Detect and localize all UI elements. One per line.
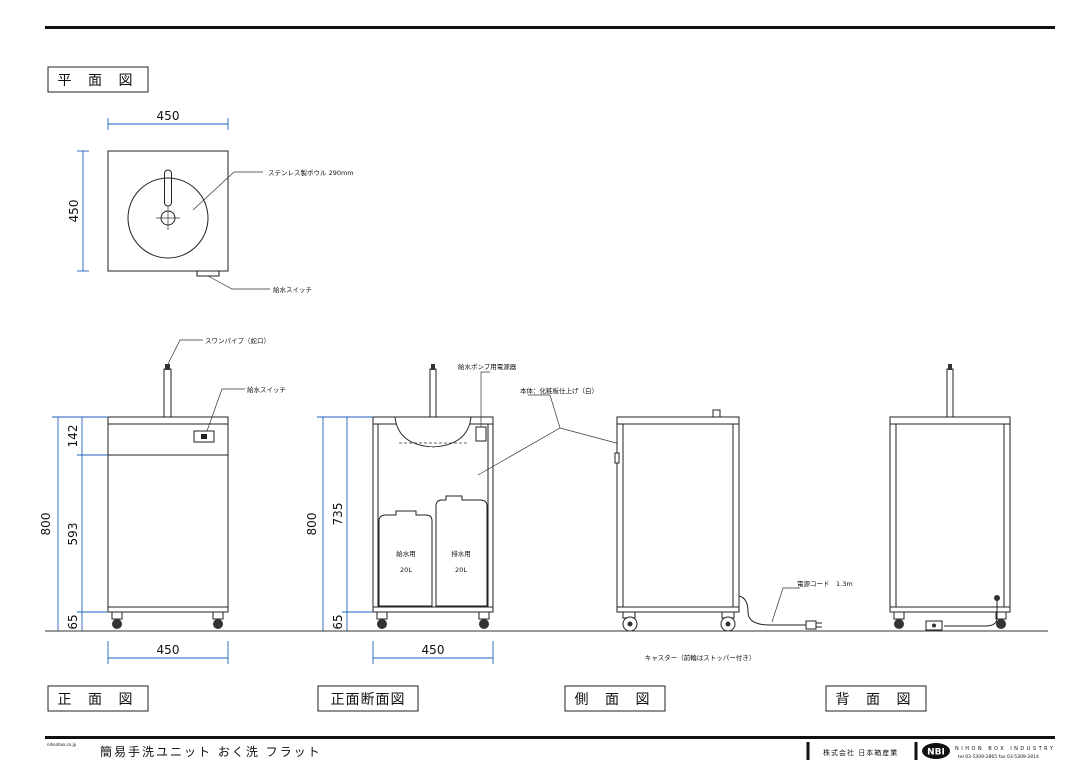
side-view-label: 側 面 図: [575, 692, 656, 708]
plan-view: 平 面 図 450 450 ステンレス製ボウル 290mm 給水スイッチ: [47, 66, 354, 294]
plan-switch: [196, 270, 220, 277]
section-total-dim: 800: [305, 513, 319, 536]
front-view-label: 正 面 図: [58, 692, 139, 708]
body-finish-note: 本体：化粧板仕上げ（白）: [520, 386, 598, 395]
front-section-view-label: 正面断面図: [331, 692, 406, 708]
front-bottom-dim: 65: [66, 614, 80, 629]
drain-tank-label: 排水用: [451, 549, 471, 558]
pump-power-box: [475, 426, 487, 442]
drawing-title: 簡易手洗ユニット おく洗 フラット: [100, 744, 322, 759]
back-view-label: 背 面 図: [836, 692, 917, 708]
drain-tank-volume: 20L: [455, 566, 467, 574]
caster-note: キャスター（前輪はストッパー付き）: [645, 653, 756, 662]
supply-tank: [378, 510, 433, 607]
section-inner-dim: 735: [331, 503, 345, 526]
back-cabinet: [889, 416, 1011, 613]
plan-depth-dim: 450: [67, 200, 81, 223]
pump-note: 給水ポンプ用電源器: [458, 362, 517, 371]
swan-pipe-note: スワンパイプ（蛇口）: [205, 336, 270, 345]
side-view: 電源コード 1.3m 側 面 図: [564, 364, 853, 712]
front-section-view: 給水ポンプ用電源器 給水用 20L 排水用 20L 800 735 65 450…: [305, 362, 517, 712]
company-name-en: NIHON BOX INDUSTRY: [955, 746, 1055, 752]
back-view: 背 面 図: [825, 364, 1011, 712]
plan-bowl: [127, 177, 209, 259]
front-top-dim: 142: [66, 425, 80, 448]
logo-mark: NBI: [927, 748, 945, 758]
front-cabinet: [107, 416, 229, 613]
section-bottom-dim: 65: [331, 614, 345, 629]
plan-view-label: 平 面 図: [58, 73, 139, 89]
cord-note: 電源コード 1.3m: [797, 579, 853, 588]
small-print: nihonbox.co.jp: [47, 742, 77, 747]
switch-plan-note: 給水スイッチ: [273, 285, 312, 294]
company-logo: NBI: [922, 743, 950, 759]
section-bowl: [394, 416, 472, 448]
supply-tank-label: 給水用: [396, 549, 416, 558]
plan-view-label-box: [47, 66, 149, 93]
side-cabinet: [616, 416, 740, 613]
bowl-note: ステンレス製ボウル 290mm: [268, 168, 354, 177]
plan-width-dim: 450: [157, 109, 180, 123]
front-view: スワンパイプ（蛇口） 給水スイッチ 800 142 593 65 450 正 面: [39, 336, 286, 712]
drain-tank: [435, 495, 488, 607]
front-width-dim: 450: [157, 643, 180, 657]
company-name: 株式会社 日本箱産業: [823, 748, 898, 757]
switch-front-note: 給水スイッチ: [247, 385, 286, 394]
company-contact: tel 03-5309-2865 fax 03-5309-2814: [958, 754, 1039, 760]
front-mid-dim: 593: [66, 523, 80, 546]
section-width-dim: 450: [422, 643, 445, 657]
supply-tank-volume: 20L: [400, 566, 412, 574]
front-total-dim: 800: [39, 513, 53, 536]
